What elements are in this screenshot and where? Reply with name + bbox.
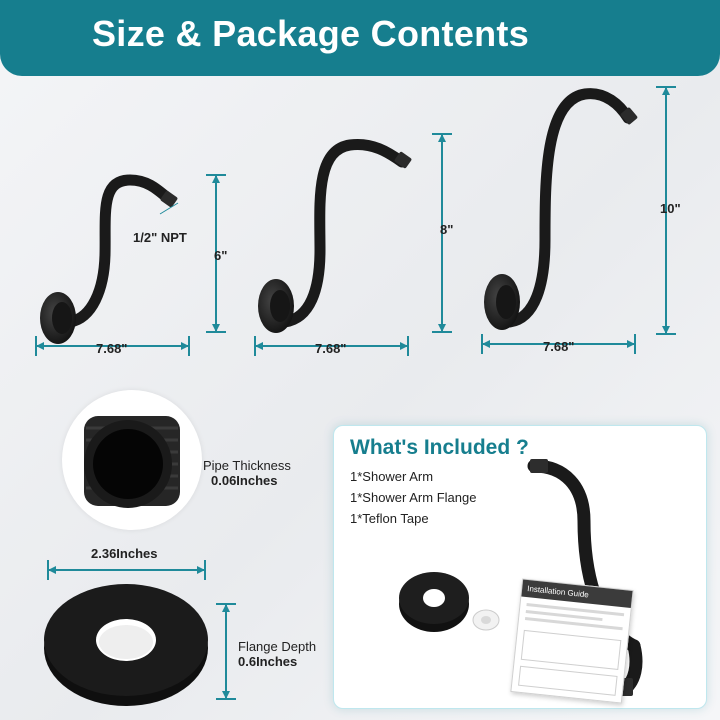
shower-arm-10in [484,88,638,330]
list-item: 1*Shower Arm [350,469,434,484]
included-list: 1*Shower Arm 1*Shower Arm Flange 1*Teflo… [350,466,476,529]
arm2-height-label: 8" [440,222,454,237]
list-item: 1*Teflon Tape [350,511,429,526]
arm1-height-label: 6" [214,248,228,263]
pipe-thread-icon [84,416,180,508]
arm3-height-label: 10" [660,201,681,216]
flange-depth-value: 0.6Inches [238,654,298,669]
page-title: Size & Package Contents [92,13,530,54]
installation-guide-card: Installation Guide [510,578,634,704]
pipe-thickness-value: 0.06Inches [211,473,278,488]
header-banner: Size & Package Contents [0,0,720,76]
flange-diameter-label: 2.36Inches [91,546,158,561]
thread-size-label: 1/2" NPT [133,230,187,245]
shower-arm-6in [40,174,179,344]
teflon-tape-icon [472,609,500,631]
flange-depth-label: Flange Depth [238,639,317,654]
shower-arm-8in [258,138,412,333]
flange-illustration [44,584,208,706]
arm1-width-label: 7.68" [96,341,128,356]
list-item: 1*Shower Arm Flange [350,490,477,505]
pipe-thickness-label: Pipe Thickness [203,458,291,473]
pipe-closeup-panel [62,390,202,530]
arm2-width-label: 7.68" [315,341,347,356]
whats-included-panel: What's Included ? 1*Shower Arm 1*Shower … [333,425,707,709]
whats-included-title: What's Included ? [350,436,529,459]
arm3-width-label: 7.68" [543,339,575,354]
